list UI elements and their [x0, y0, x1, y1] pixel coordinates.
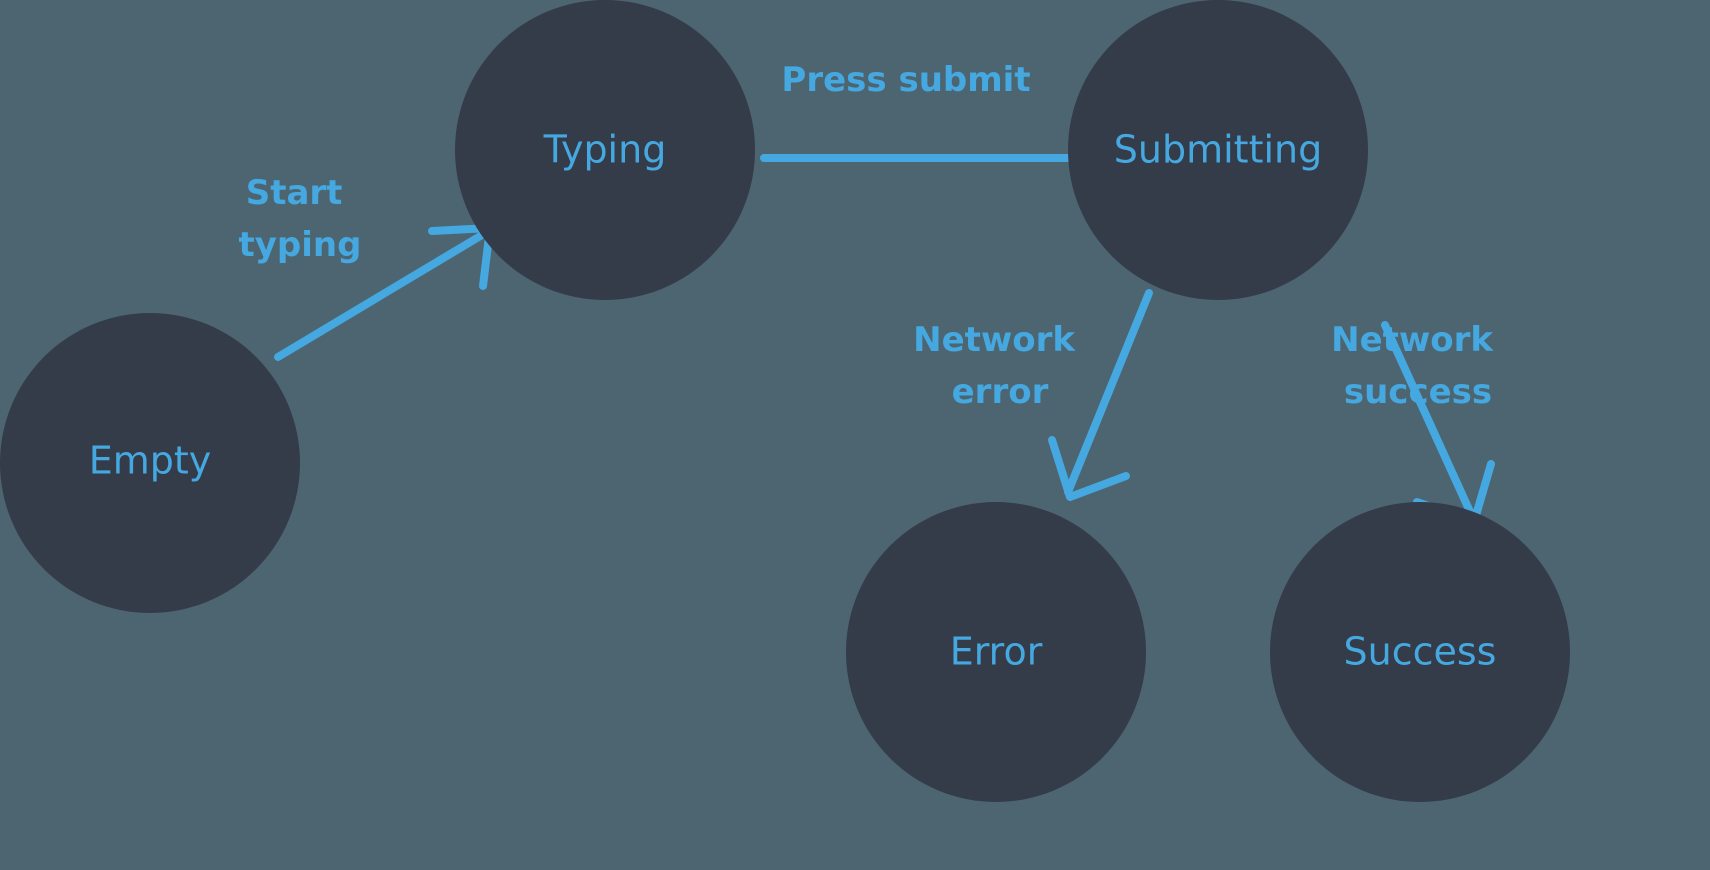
state-node-error[interactable]: Error	[846, 502, 1146, 802]
transition-line-network-success	[1381, 321, 1476, 520]
state-node-typing[interactable]: Typing	[455, 0, 755, 300]
transition-label-network-error: Network error	[913, 320, 1087, 412]
state-circle-typing	[455, 0, 755, 300]
state-label-error: Error	[950, 630, 1043, 674]
state-circle-error	[846, 502, 1146, 802]
transition-start-typing[interactable]: Start typing	[239, 173, 494, 361]
state-circle-success	[1270, 502, 1570, 802]
transition-label-line: success	[1344, 372, 1492, 412]
state-node-submitting[interactable]: Submitting	[1068, 0, 1368, 300]
state-circle-submitting	[1068, 0, 1368, 300]
state-label-typing: Typing	[543, 128, 667, 172]
state-label-submitting: Submitting	[1114, 128, 1322, 172]
transition-label-line: Start	[246, 173, 343, 213]
transition-label-line: Network	[1331, 320, 1494, 360]
transition-label-network-success: Network success	[1331, 320, 1505, 412]
transition-label-press-submit: Press submit	[781, 60, 1030, 100]
transition-line-start-typing	[274, 228, 491, 361]
transition-label-line: Network	[913, 320, 1076, 360]
transition-label-start-typing: Start typing	[239, 173, 362, 265]
transition-network-success[interactable]: Network success	[1331, 320, 1505, 526]
transition-line-network-error	[1064, 289, 1153, 496]
transition-label-line: typing	[239, 225, 362, 265]
transition-network-error[interactable]: Network error	[913, 289, 1153, 501]
transition-label-line: Press submit	[781, 60, 1030, 100]
state-circle-empty	[0, 313, 300, 613]
state-node-success[interactable]: Success	[1270, 502, 1570, 802]
state-label-empty: Empty	[89, 439, 212, 483]
state-node-empty[interactable]: Empty	[0, 313, 300, 613]
arrowhead-network-error	[1048, 436, 1130, 501]
transition-press-submit[interactable]: Press submit	[760, 60, 1146, 200]
state-label-success: Success	[1344, 630, 1497, 674]
transition-label-line: error	[952, 372, 1049, 412]
